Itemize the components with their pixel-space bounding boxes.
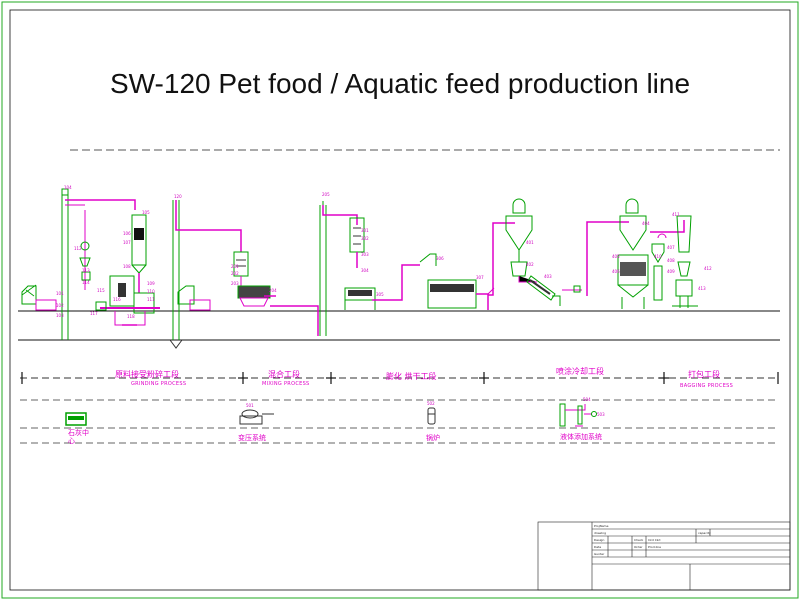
section-ticks [21, 372, 779, 384]
tag-117: 117 [90, 311, 98, 316]
inner-frame [9, 9, 791, 591]
tag-205: 205 [322, 192, 330, 197]
tag-204: 204 [269, 288, 277, 293]
tag-306: 306 [436, 256, 444, 261]
page-title: SW-120 Pet food / Aquatic feed productio… [109, 68, 691, 99]
tag-106: 106 [123, 231, 131, 236]
aux-label-3: 锅炉 [426, 434, 440, 442]
tag-303: 303 [361, 252, 369, 257]
coating-section [488, 198, 698, 309]
aux-label-2: 变压系统 [238, 434, 266, 442]
tb-date: Date [594, 545, 602, 549]
aux-equipment [65, 403, 597, 427]
aux-code-503: 503 [597, 412, 605, 417]
tag-113: 113 [82, 268, 90, 273]
tag-304: 304 [361, 268, 369, 273]
grinding-section [21, 188, 211, 349]
process-label-mixing-en: MIXING PROCESS [262, 381, 310, 387]
aux-code-3: 502 [427, 401, 435, 406]
tb-drawing: drawing [594, 531, 607, 535]
aux-code-2: 501 [246, 403, 254, 408]
tag-107: 107 [123, 240, 131, 245]
tag-108: 108 [123, 264, 131, 269]
tb-capacity: capacity [698, 531, 711, 535]
tag-104: 104 [64, 185, 72, 190]
tag-410: 410 [654, 254, 662, 259]
tag-301: 301 [361, 228, 369, 233]
tag-118: 118 [127, 314, 135, 319]
mixing-section [175, 200, 327, 336]
tag-407: 407 [667, 245, 675, 250]
tag-103: 103 [56, 313, 64, 318]
aux-label-4: 液体添加系统 [560, 433, 602, 441]
tag-406: 406 [612, 269, 620, 274]
tag-109: 109 [147, 281, 155, 286]
tb-projname: ProjName [594, 524, 609, 528]
tag-307: 307 [476, 275, 484, 280]
aux-code-504: 504 [583, 397, 591, 402]
tb-gunter: Gunter [594, 552, 605, 556]
tag-411: 411 [672, 212, 680, 217]
tb-prodline: Prod.line [648, 545, 662, 549]
tag-302: 302 [361, 236, 369, 241]
tb-design: Design [594, 538, 605, 542]
tag-402: 402 [526, 262, 534, 267]
tag-413: 413 [698, 286, 706, 291]
process-label-grinding: 原料接受粉碎工段 [115, 370, 179, 379]
tag-401: 401 [526, 240, 534, 245]
tag-115: 115 [97, 288, 105, 293]
tag-203: 203 [231, 281, 239, 286]
process-label-bagging: 打包工段 [688, 370, 720, 379]
tag-405: 405 [612, 254, 620, 259]
tag-403: 403 [544, 274, 552, 279]
process-label-bagging-en: BAGGING PROCESS [680, 383, 734, 389]
tag-202: 202 [231, 271, 239, 276]
tag-101: 101 [56, 291, 64, 296]
aux-label-partial: 石灰中 [68, 429, 89, 437]
tag-408: 408 [667, 258, 675, 263]
tag-305: 305 [376, 292, 384, 297]
process-label-grinding-en: GRINDING PROCESS [131, 381, 187, 387]
tag-102: 102 [56, 303, 64, 308]
tag-412: 412 [704, 266, 712, 271]
tag-404: 404 [642, 221, 650, 226]
tag-111: 111 [147, 297, 155, 302]
process-label-mixing: 混合工段 [268, 370, 300, 379]
tag-112: 112 [74, 246, 82, 251]
tb-order: Order [634, 545, 643, 549]
extrude-section [322, 205, 495, 310]
tb-ckd: Ckd Ckd [648, 538, 661, 542]
process-label-extrude: 膨化 烘干工段 [386, 372, 437, 381]
title-block [537, 521, 791, 591]
tag-114: 114 [82, 280, 90, 285]
tag-110: 110 [147, 289, 155, 294]
tag-116: 116 [113, 297, 121, 302]
process-label-coating: 喷涂冷却工段 [556, 367, 604, 376]
tag-409: 409 [667, 269, 675, 274]
aux-label-1: 心 [68, 437, 75, 445]
tag-105: 105 [142, 210, 150, 215]
tb-check: Check [634, 538, 644, 542]
tag-120: 120 [174, 194, 182, 199]
tag-201: 201 [231, 264, 239, 269]
